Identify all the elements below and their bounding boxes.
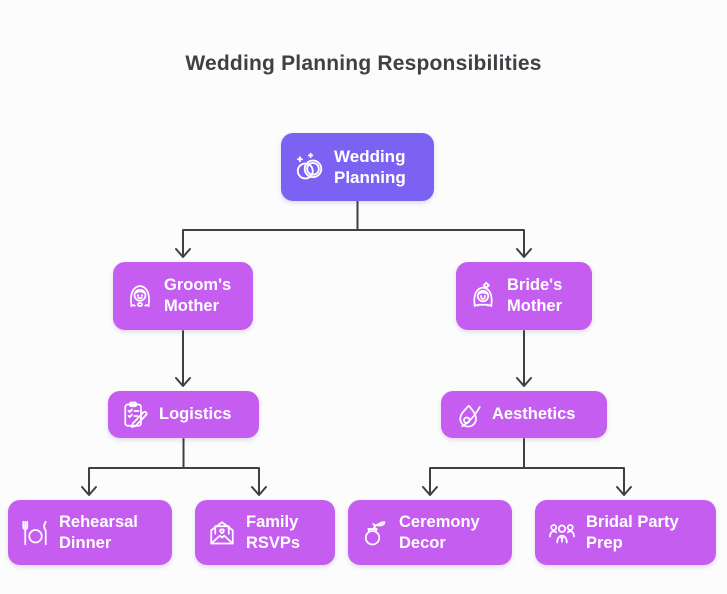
connector-logistics-split (88, 438, 260, 494)
node-bridal-party-prep: Bridal Party Prep (535, 500, 716, 565)
arrowhead-rehearsal-dinner (81, 486, 97, 496)
node-ceremony-decor: Ceremony Decor (348, 500, 512, 565)
node-aesthetics: Aesthetics (441, 391, 607, 438)
node-brides-mother: Bride's Mother (456, 262, 592, 330)
clipboard-pencil-icon (120, 400, 150, 430)
diagram-title: Wedding Planning Responsibilities (185, 52, 542, 75)
wedding-rings-icon (293, 151, 325, 183)
node-grooms-mother: Groom's Mother (113, 262, 253, 330)
node-family-rsvps: Family RSVPs (195, 500, 335, 565)
node-label: Groom's Mother (164, 276, 232, 315)
arrowhead-ceremony-decor (422, 486, 438, 496)
arrowhead-family-rsvps (251, 486, 267, 496)
node-label: Logistics (159, 405, 232, 424)
connector-aesthetics-split (429, 438, 625, 494)
vase-plant-icon (360, 518, 390, 548)
node-wedding-planning: Wedding Planning (281, 133, 434, 201)
node-logistics: Logistics (108, 391, 259, 438)
node-label: Rehearsal Dinner (59, 512, 138, 552)
flame-brush-icon (453, 400, 483, 430)
node-label: Wedding Planning (334, 146, 406, 187)
node-label: Family RSVPs (246, 512, 301, 552)
arrowhead-bridal-party-prep (616, 486, 632, 496)
node-label: Aesthetics (492, 405, 576, 424)
arrowhead-aesthetics (516, 377, 532, 387)
mother-with-tiara-icon (468, 281, 498, 311)
node-label: Bride's Mother (507, 276, 563, 315)
node-rehearsal-dinner: Rehearsal Dinner (8, 500, 172, 565)
dinner-setting-icon (20, 518, 50, 548)
group-people-icon (547, 518, 577, 548)
node-label: Ceremony Decor (399, 512, 480, 552)
connector-root-split (182, 199, 525, 256)
arrowhead-brides-mother (516, 248, 532, 258)
arrowhead-logistics (175, 377, 191, 387)
mother-with-veil-icon (125, 281, 155, 311)
arrowhead-grooms-mother (175, 248, 191, 258)
node-label: Bridal Party Prep (586, 512, 679, 552)
envelope-heart-icon (207, 518, 237, 548)
